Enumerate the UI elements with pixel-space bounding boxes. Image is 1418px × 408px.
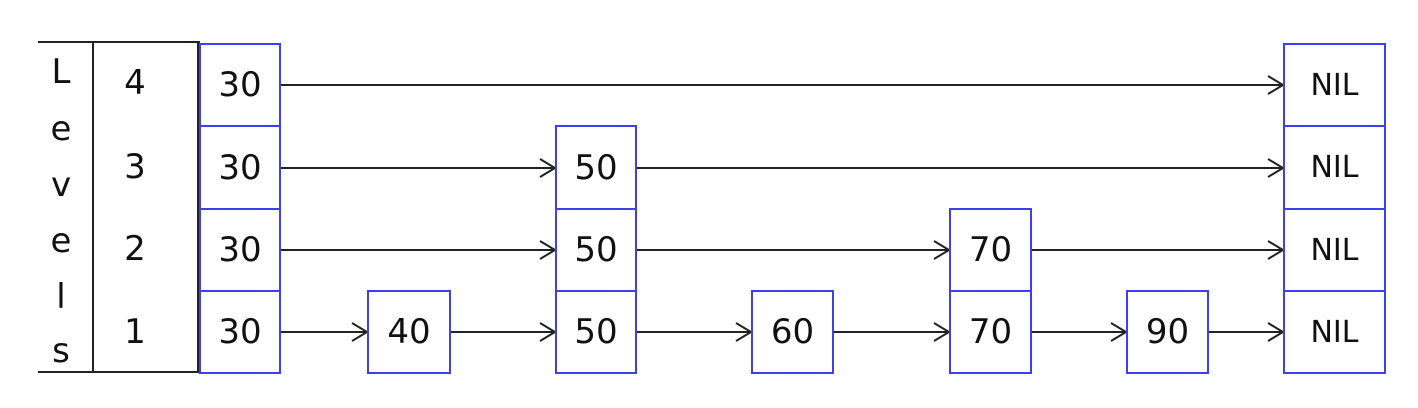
column-divider: [92, 41, 94, 373]
level-number-3: 3: [124, 147, 146, 187]
node-nil-level3: NIL: [1283, 125, 1386, 210]
node-50-level2: 50: [555, 208, 637, 292]
levels-char: v: [50, 165, 72, 205]
top-border: [38, 41, 200, 43]
levels-char: L: [51, 52, 71, 92]
node-head-level2: 30: [199, 208, 281, 292]
levels-char: e: [50, 109, 72, 149]
node-head-level1: 30: [199, 290, 281, 374]
level-number-1: 1: [124, 312, 146, 352]
levels-char: s: [52, 331, 70, 371]
node-60-level1: 60: [751, 290, 834, 374]
node-90-level1: 90: [1126, 290, 1209, 374]
node-nil-level4: NIL: [1283, 43, 1386, 127]
node-nil-level2: NIL: [1283, 208, 1386, 292]
bottom-border: [38, 371, 200, 373]
node-nil-level1: NIL: [1283, 290, 1386, 374]
right-divider: [197, 41, 199, 373]
level-number-4: 4: [124, 63, 146, 103]
level-number-2: 2: [124, 229, 146, 269]
node-70-level1: 70: [949, 290, 1032, 374]
node-head-level4: 30: [199, 43, 281, 127]
node-40-level1: 40: [367, 290, 451, 374]
node-head-level3: 30: [199, 125, 281, 210]
node-70-level2: 70: [949, 208, 1032, 292]
node-50-level3: 50: [555, 125, 637, 210]
node-50-level1: 50: [555, 290, 637, 374]
levels-char: e: [50, 221, 72, 261]
levels-char: l: [56, 277, 66, 317]
